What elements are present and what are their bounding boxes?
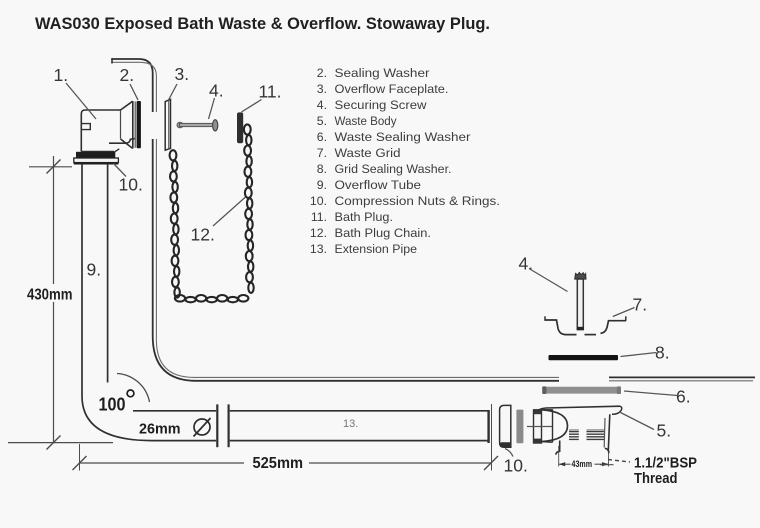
svg-text:1.1/2"BSP: 1.1/2"BSP — [634, 454, 697, 471]
svg-text:4.: 4. — [519, 254, 534, 274]
svg-text:9.: 9. — [317, 178, 327, 192]
svg-text:5.: 5. — [657, 421, 672, 441]
svg-text:7.: 7. — [317, 146, 327, 160]
svg-text:Securing Screw: Securing Screw — [335, 98, 427, 112]
svg-text:Extension Pipe: Extension Pipe — [335, 242, 418, 256]
svg-text:430mm: 430mm — [27, 287, 73, 304]
svg-text:9.: 9. — [87, 260, 102, 280]
svg-text:3.: 3. — [317, 82, 327, 96]
svg-text:5.: 5. — [317, 114, 327, 128]
svg-text:1.: 1. — [54, 65, 69, 85]
svg-text:Overflow Tube: Overflow Tube — [335, 178, 422, 192]
svg-text:525mm: 525mm — [253, 455, 304, 472]
svg-text:Waste Grid: Waste Grid — [335, 146, 401, 160]
svg-text:Bath Plug Chain.: Bath Plug Chain. — [335, 226, 432, 240]
svg-text:100: 100 — [99, 395, 126, 415]
svg-text:10.: 10. — [310, 194, 327, 208]
svg-text:WAS030 Exposed Bath Waste & Ov: WAS030 Exposed Bath Waste & Overflow. St… — [35, 14, 490, 33]
svg-text:Bath Plug.: Bath Plug. — [335, 210, 394, 224]
svg-text:Waste Sealing Washer: Waste Sealing Washer — [335, 130, 471, 144]
svg-text:13.: 13. — [310, 242, 327, 256]
svg-text:6.: 6. — [676, 387, 691, 407]
svg-text:12.: 12. — [310, 226, 327, 240]
svg-text:8.: 8. — [655, 343, 670, 363]
svg-text:10.: 10. — [119, 175, 143, 195]
svg-text:4.: 4. — [317, 98, 327, 112]
svg-text:10.: 10. — [504, 456, 528, 476]
svg-text:6.: 6. — [317, 130, 327, 144]
svg-text:Sealing Washer: Sealing Washer — [335, 66, 430, 80]
svg-text:26mm: 26mm — [139, 421, 181, 438]
svg-text:Overflow Faceplate.: Overflow Faceplate. — [335, 82, 449, 96]
svg-text:11.: 11. — [259, 82, 282, 102]
svg-text:43mm: 43mm — [572, 459, 593, 470]
svg-text:Compression Nuts & Rings.: Compression Nuts & Rings. — [335, 194, 501, 208]
svg-text:2.: 2. — [317, 66, 327, 80]
svg-text:3.: 3. — [175, 64, 190, 84]
svg-text:Grid Sealing Washer.: Grid Sealing Washer. — [335, 162, 452, 176]
svg-text:13.: 13. — [343, 418, 358, 430]
svg-text:8.: 8. — [317, 162, 327, 176]
svg-text:Thread: Thread — [634, 470, 678, 487]
svg-text:7.: 7. — [633, 295, 648, 315]
svg-text:Waste Body: Waste Body — [335, 114, 398, 128]
svg-text:12.: 12. — [191, 225, 215, 245]
svg-text:2.: 2. — [120, 65, 135, 85]
svg-text:11.: 11. — [311, 210, 327, 224]
svg-text:4.: 4. — [209, 81, 224, 101]
